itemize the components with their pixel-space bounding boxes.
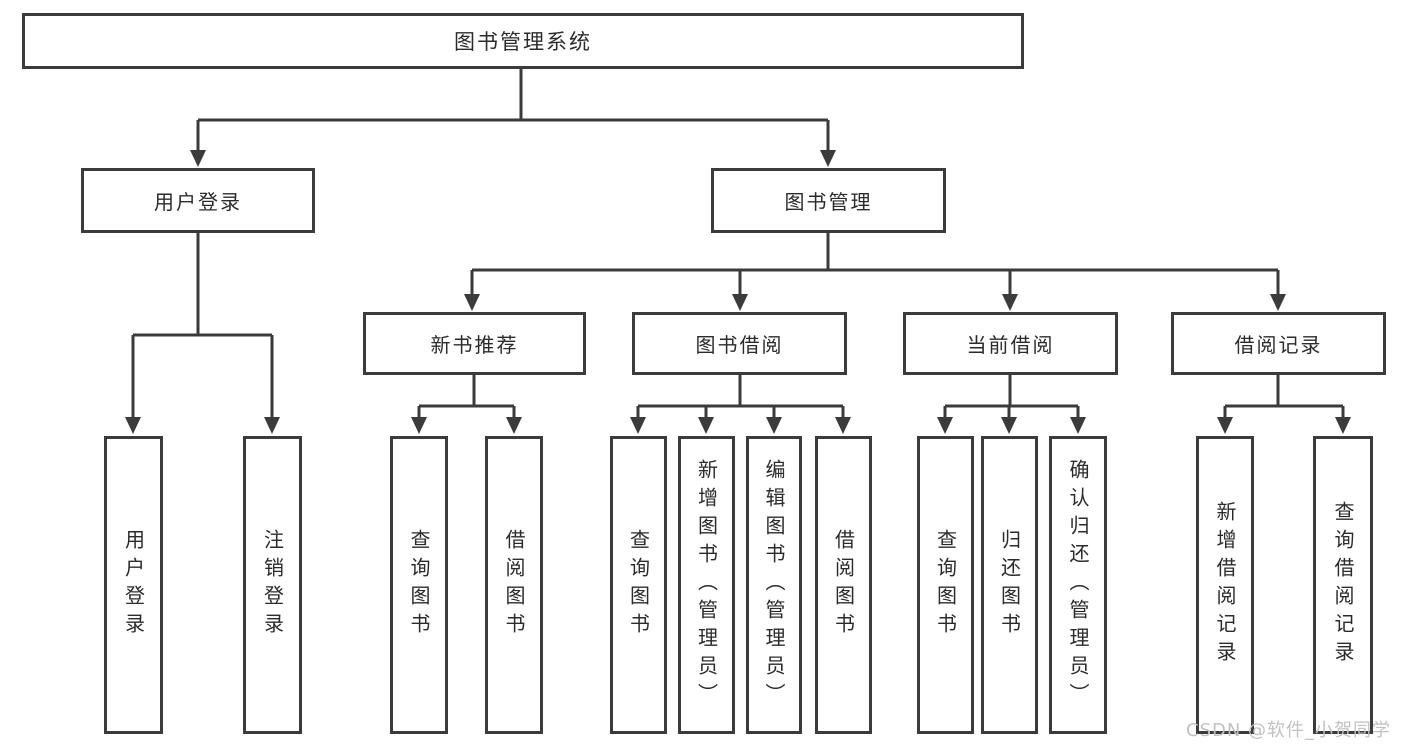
leaf-query-books-1-label: 查询图书: [407, 529, 431, 641]
leaf-query-borrow-record-label: 查询借阅记录: [1331, 501, 1355, 669]
leaf-query-books-3-label: 查询图书: [933, 529, 958, 641]
leaf-query-books-2-label: 查询图书: [626, 529, 651, 641]
leaf-query-books-2: 查询图书: [610, 436, 667, 734]
node-borrowing-records: 借阅记录: [1171, 312, 1386, 375]
leaf-borrow-books-1: 借阅图书: [485, 436, 543, 734]
leaf-return-books-label: 归还图书: [997, 529, 1022, 641]
csdn-watermark: CSDN @软件_小贺同学: [1186, 720, 1392, 741]
node-new-book-recommend-label: 新书推荐: [430, 333, 519, 357]
leaf-user-login-label: 用户登录: [121, 529, 146, 641]
leaf-edit-books-admin-label: 编辑图书（管理员）: [762, 459, 786, 711]
leaf-add-borrow-record-label: 新增借阅记录: [1213, 501, 1237, 669]
leaf-borrow-books-1-label: 借阅图书: [502, 529, 526, 641]
node-current-borrowing: 当前借阅: [903, 312, 1118, 375]
leaf-edit-books-admin: 编辑图书（管理员）: [746, 436, 802, 734]
node-book-management: 图书管理: [711, 168, 946, 233]
leaf-add-books-admin-label: 新增图书（管理员）: [694, 459, 719, 711]
node-user-login: 用户登录: [81, 168, 315, 233]
node-new-book-recommend: 新书推荐: [363, 312, 586, 375]
node-library-system-label: 图书管理系统: [454, 30, 592, 54]
leaf-borrow-books-2-label: 借阅图书: [831, 529, 856, 641]
leaf-borrow-books-2: 借阅图书: [815, 436, 872, 734]
node-book-management-label: 图书管理: [784, 190, 873, 214]
leaf-add-borrow-record: 新增借阅记录: [1196, 436, 1254, 734]
leaf-query-borrow-record: 查询借阅记录: [1313, 436, 1373, 734]
leaf-logout: 注销登录: [243, 436, 302, 734]
leaf-query-books-1: 查询图书: [390, 436, 448, 734]
node-book-borrowing: 图书借阅: [632, 312, 847, 375]
node-user-login-label: 用户登录: [154, 190, 242, 214]
leaf-user-login: 用户登录: [104, 436, 163, 734]
leaf-logout-label: 注销登录: [260, 529, 285, 641]
leaf-add-books-admin: 新增图书（管理员）: [678, 436, 735, 734]
leaf-confirm-return-admin: 确认归还（管理员）: [1049, 436, 1107, 734]
leaf-return-books: 归还图书: [981, 436, 1038, 734]
node-library-system: 图书管理系统: [22, 13, 1024, 69]
node-book-borrowing-label: 图书借阅: [695, 333, 784, 357]
leaf-confirm-return-admin-label: 确认归还（管理员）: [1066, 459, 1090, 711]
node-borrowing-records-label: 借阅记录: [1234, 333, 1323, 357]
leaf-query-books-3: 查询图书: [917, 436, 974, 734]
node-current-borrowing-label: 当前借阅: [966, 333, 1055, 357]
